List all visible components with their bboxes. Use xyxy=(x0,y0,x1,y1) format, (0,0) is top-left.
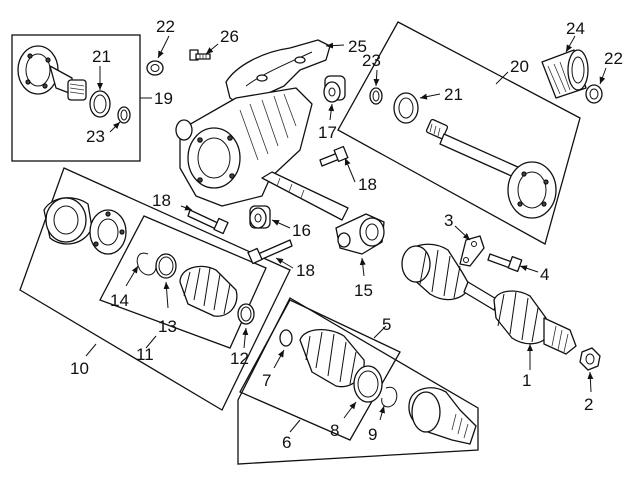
seal-22-top xyxy=(146,60,164,76)
outer-cv-joint-6 xyxy=(408,387,477,445)
flange-shaft-19 xyxy=(17,45,87,101)
circlip-23-inset xyxy=(117,106,131,124)
callout-21-group20: 21 xyxy=(444,85,463,104)
seal-21-inset xyxy=(89,90,111,118)
clamp-13 xyxy=(155,253,177,279)
bearing-24 xyxy=(541,49,589,99)
leader-lines xyxy=(85,35,607,433)
callout-16: 16 xyxy=(292,221,311,240)
callout-24: 24 xyxy=(566,19,585,38)
seal-21-group20 xyxy=(393,92,419,124)
heat-shield-25 xyxy=(225,39,331,105)
callout-22-top: 22 xyxy=(156,17,175,36)
bolt-26 xyxy=(189,49,211,61)
boot-5 xyxy=(299,329,365,388)
callout-10: 10 xyxy=(70,359,89,378)
snap-ring-14 xyxy=(136,252,157,276)
bolt-4 xyxy=(487,253,523,272)
callout-5: 5 xyxy=(382,315,391,334)
callout-26: 26 xyxy=(220,27,239,46)
bushing-16 xyxy=(249,205,271,229)
callout-23-group20: 23 xyxy=(362,51,381,70)
output-shaft-20 xyxy=(425,118,557,219)
callout-17: 17 xyxy=(318,123,337,142)
boot-11 xyxy=(179,265,238,317)
bracket-3 xyxy=(459,235,485,267)
callout-7: 7 xyxy=(262,371,271,390)
callout-4: 4 xyxy=(540,265,549,284)
callout-labels: 22 26 25 17 21 23 19 23 21 20 24 22 18 1… xyxy=(70,17,623,452)
bolt-18-left xyxy=(187,209,229,235)
callout-23-inset: 23 xyxy=(86,127,105,146)
callout-19: 19 xyxy=(154,89,173,108)
circlip-23-group20 xyxy=(369,87,383,105)
callout-20: 20 xyxy=(510,57,529,76)
bushing-17 xyxy=(323,75,346,103)
seal-22-right xyxy=(585,84,603,104)
snap-ring-9 xyxy=(381,386,398,408)
callout-9: 9 xyxy=(368,425,377,444)
inner-cv-joint xyxy=(89,209,127,255)
group-box-5 xyxy=(239,299,401,441)
inner-cv-housing xyxy=(43,197,93,245)
callout-8: 8 xyxy=(330,421,339,440)
callout-3: 3 xyxy=(444,211,453,230)
group-box-10 xyxy=(19,167,291,411)
bolt-18-upper xyxy=(319,145,349,167)
callout-14: 14 xyxy=(110,291,129,310)
clamp-12 xyxy=(237,303,255,325)
bolt-18-center xyxy=(247,239,293,265)
callout-18-upper: 18 xyxy=(358,175,377,194)
halfshaft-assembly-1 xyxy=(401,243,577,355)
callout-11: 11 xyxy=(136,345,154,364)
callout-18-left: 18 xyxy=(152,191,171,210)
callout-13: 13 xyxy=(158,317,177,336)
group-box-6 xyxy=(237,297,479,465)
clamp-7 xyxy=(279,329,293,347)
nut-2 xyxy=(579,347,601,371)
differential-housing xyxy=(175,87,313,207)
callout-25: 25 xyxy=(348,37,367,56)
group-box-11 xyxy=(99,215,267,349)
clamp-8 xyxy=(353,365,383,403)
callout-6: 6 xyxy=(282,433,291,452)
callout-12: 12 xyxy=(230,349,249,368)
support-mount-15 xyxy=(335,213,385,255)
callout-15: 15 xyxy=(354,281,373,300)
callout-18-center: 18 xyxy=(296,261,315,280)
callout-2: 2 xyxy=(584,395,593,414)
group-box-20 xyxy=(337,21,581,245)
callout-22-right: 22 xyxy=(604,49,623,68)
callout-1: 1 xyxy=(522,371,531,390)
callout-21-inset: 21 xyxy=(92,47,111,66)
intermediate-shaft xyxy=(261,171,349,221)
